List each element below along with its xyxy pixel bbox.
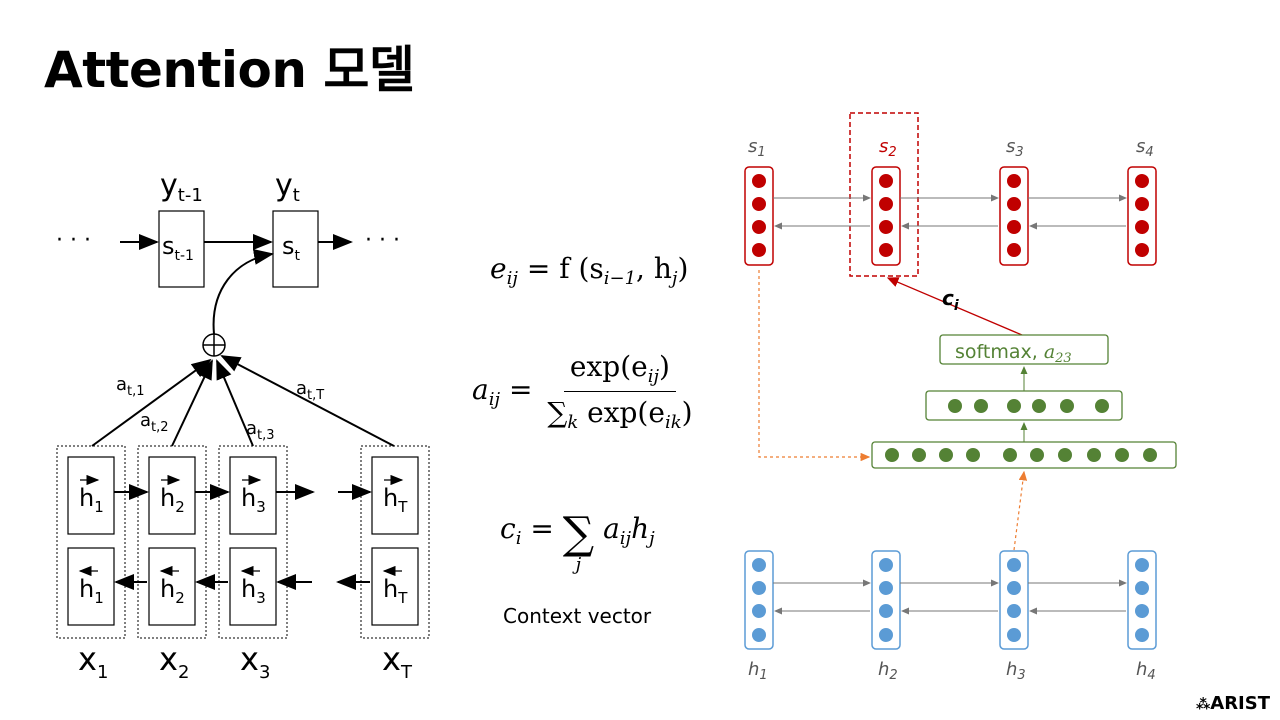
- svg-text:x2: x2: [159, 640, 189, 683]
- softmax-box: [939, 334, 1109, 365]
- weight-label-1: at,1: [116, 374, 145, 399]
- svg-text:h3: h3: [1006, 659, 1026, 683]
- attention-score-units: [948, 399, 1109, 413]
- state-label-s-t-1: st-1: [162, 232, 194, 264]
- encoder-column-2: [137, 445, 207, 639]
- svg-text:h2: h2: [160, 575, 185, 607]
- weight-label-2: at,2: [140, 410, 169, 435]
- bidirectional-attention-diagram: yt-1 yt st-1 st · · · · · · at,1 at,2 at…: [56, 168, 430, 683]
- decoder-labels: s1 s2 s3 s4: [748, 136, 1154, 160]
- svg-text:h2: h2: [878, 659, 898, 683]
- context-vector-equation: ci = ∑ j aijhj: [500, 508, 655, 575]
- decoder-states: [744, 166, 1157, 266]
- energy-equation: eij = f (si−1, hj): [490, 252, 689, 289]
- svg-text:h2: h2: [160, 484, 185, 516]
- encoder-column-3: [218, 445, 288, 639]
- svg-text:h3: h3: [241, 575, 266, 607]
- slide-title: Attention 모델: [44, 41, 415, 99]
- weight-arrow-T: [220, 355, 395, 447]
- svg-text:s3: s3: [1006, 136, 1024, 160]
- svg-text:x3: x3: [240, 640, 270, 683]
- encoder-column-1: [56, 445, 126, 639]
- highlighted-decoder-state: [849, 112, 919, 277]
- arist-logo: ⁂ARIST: [1195, 693, 1270, 714]
- context-arrow: [886, 277, 1023, 336]
- input-labels: x1 x2 x3 xT: [78, 640, 413, 683]
- attention-network-diagram: s1 s2 s3 s4 ci softmax, a23: [744, 112, 1177, 683]
- svg-text:s2: s2: [879, 136, 897, 160]
- weight-arrow-1: [91, 358, 212, 447]
- state-box-s-t: [272, 210, 319, 288]
- concatenation-units: [885, 448, 1157, 462]
- svg-text:h1: h1: [748, 659, 768, 683]
- context-vector-label: Context vector: [503, 604, 652, 628]
- context-arrow-label: ci: [942, 286, 959, 314]
- output-label-y-t-1: yt-1: [160, 168, 203, 206]
- ellipsis-left: · · ·: [56, 228, 91, 253]
- svg-text:h1: h1: [79, 575, 104, 607]
- decoder-state-to-concat-arrow: [758, 270, 871, 462]
- svg-text:hT: hT: [383, 575, 408, 607]
- attention-score-layer: [925, 390, 1123, 421]
- forward-hidden-states: h1 h2 h3 hT: [67, 456, 419, 535]
- weight-arrow-3: [216, 359, 254, 447]
- svg-text:h1: h1: [79, 484, 104, 516]
- backward-hidden-states: h1 h2 h3 hT: [67, 547, 419, 626]
- decoder-recurrent-arrows: [773, 194, 1127, 230]
- svg-text:h4: h4: [1136, 659, 1156, 683]
- weight-label-T: at,T: [296, 378, 324, 403]
- encoder-recurrent-arrows: [773, 579, 1127, 615]
- softmax-label: softmax, a23: [955, 341, 1072, 366]
- svg-text:hT: hT: [383, 484, 408, 516]
- encoder-column-T: [360, 445, 430, 639]
- logo-icon: ⁂: [1195, 697, 1211, 713]
- state-label-s-t: st: [282, 232, 301, 264]
- svg-text:s4: s4: [1136, 136, 1154, 160]
- svg-text:s1: s1: [748, 136, 766, 160]
- svg-text:xT: xT: [382, 640, 413, 683]
- ellipsis-right: · · ·: [365, 228, 400, 253]
- encoder-states: [744, 550, 1157, 650]
- state-box-s-t-1: [158, 210, 205, 288]
- attention-weight-equation: aij = exp(eij) ∑k exp(eik): [472, 350, 693, 433]
- encoder-state-to-concat-arrow: [1013, 470, 1028, 551]
- output-label-y-t: yt: [275, 168, 300, 206]
- context-to-state-arrow: [212, 248, 274, 335]
- svg-text:x1: x1: [78, 640, 108, 683]
- svg-text:h3: h3: [241, 484, 266, 516]
- weight-arrow-2: [171, 359, 213, 447]
- weight-label-3: at,3: [246, 418, 275, 443]
- encoder-labels: h1 h2 h3 h4: [748, 659, 1156, 683]
